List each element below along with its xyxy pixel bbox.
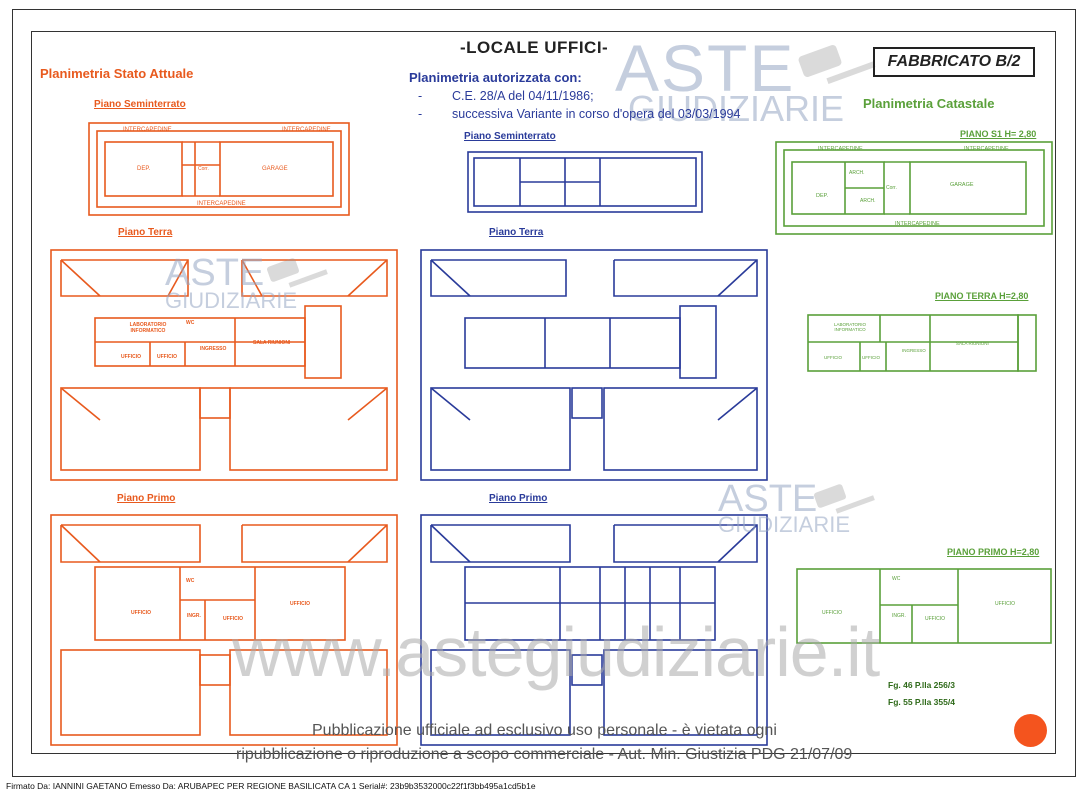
room-label: INTERCAPEDINE <box>895 221 940 227</box>
floor-label-aut-s: Piano Seminterrato <box>464 131 556 142</box>
section-attuale: Planimetria Stato Attuale <box>40 66 194 81</box>
room-label: INTERCAPEDINE <box>818 146 863 152</box>
floor-label-attuale-s: Piano Seminterrato <box>94 99 186 110</box>
notice-line-1: Pubblicazione ufficiale ad esclusivo uso… <box>312 722 777 739</box>
page-title: -LOCALE UFFICI- <box>460 38 609 57</box>
room-label: WC <box>186 578 195 584</box>
room-label: UFFICIO <box>121 354 141 360</box>
plan-autorizzata-seminterrato <box>467 151 703 213</box>
room-label: WC <box>186 320 195 326</box>
drawing-frame <box>31 31 1056 754</box>
orange-dot-icon <box>1014 714 1047 747</box>
watermark-brand-1: ASTE <box>615 31 796 105</box>
auth-item-2-bullet: - <box>418 107 423 121</box>
plan-autorizzata-terra <box>420 249 768 481</box>
watermark-brand-6: GIUDIZIARIE <box>718 512 851 537</box>
cadastral-ref-2: Fg. 55 P.lla 355/4 <box>888 697 955 707</box>
room-label: INTERCAPEDINE <box>123 127 172 133</box>
signature-footer: Firmato Da: IANNINI GAETANO Emesso Da: A… <box>6 781 536 791</box>
room-label: INTERCAPEDINE <box>282 127 331 133</box>
plan-autorizzata-primo <box>420 514 768 746</box>
watermark-brand-2: GIUDIZIARIE <box>628 88 845 129</box>
floor-label-attuale-t: Piano Terra <box>118 227 173 238</box>
room-label: UFFICIO <box>862 355 880 360</box>
floor-label-attuale-p: Piano Primo <box>117 493 176 504</box>
room-label: LABORATORIO INFORMATICO <box>129 322 167 334</box>
watermark-brand-5: ASTE <box>718 478 818 520</box>
floor-label-cat-primo: PIANO PRIMO H=2,80 <box>947 547 1040 557</box>
room-label: UFFICIO <box>290 601 310 607</box>
section-autorizzata: Planimetria autorizzata con: <box>409 70 582 85</box>
watermark-url: www.astegiudiziarie.it <box>232 613 880 691</box>
room-label: DEP. <box>816 193 829 199</box>
auth-item-2: successiva Variante in corso d'opera del… <box>452 107 741 121</box>
room-label: INGRESSO <box>200 346 227 352</box>
plan-attuale-terra <box>50 249 398 481</box>
room-label: INGRESSO <box>902 348 926 353</box>
room-label: UFFICIO <box>131 610 151 616</box>
cadastral-ref-1: Fg. 46 P.lla 256/3 <box>888 680 955 690</box>
room-label: Corr. <box>198 166 209 172</box>
room-label: UFFICIO <box>995 601 1015 607</box>
room-label: INGR. <box>187 613 201 619</box>
room-label: INGR. <box>892 613 906 619</box>
room-label: SALA RIUNIONI <box>253 340 291 346</box>
room-label: UFFICIO <box>157 354 177 360</box>
plan-catastale-primo <box>796 568 1052 644</box>
room-label: UFFICIO <box>822 610 842 616</box>
floor-label-cat-terra: PIANO TERRA H=2,80 <box>935 291 1029 301</box>
room-label: GARAGE <box>262 166 288 172</box>
watermark-brand-3: ASTE <box>165 252 265 294</box>
floor-label-aut-t: Piano Terra <box>489 227 544 238</box>
auth-item-1: C.E. 28/A del 04/11/1986; <box>452 89 594 103</box>
room-label: INTERCAPEDINE <box>964 146 1009 152</box>
floor-label-aut-p: Piano Primo <box>489 493 548 504</box>
room-label: Corr. <box>886 185 897 191</box>
plan-attuale-seminterrato <box>88 122 350 216</box>
watermark-brand-4: GIUDIZIARIE <box>165 288 298 313</box>
room-label: SALA RIUNIONI <box>956 341 989 346</box>
room-label: DEP. <box>137 166 151 172</box>
room-label: UFFICIO <box>824 355 842 360</box>
section-catastale: Planimetria Catastale <box>863 96 995 111</box>
room-label: ARCH. <box>849 170 865 176</box>
notice-line-2: ripubblicazione o riproduzione a scopo c… <box>236 746 853 763</box>
auth-item-1-bullet: - <box>418 89 423 103</box>
room-label: UFFICIO <box>223 616 243 622</box>
room-label: LABORATORIO INFORMATICO <box>833 322 867 332</box>
room-label: GARAGE <box>950 182 974 188</box>
room-label: UFFICIO <box>925 616 945 622</box>
room-label: INTERCAPEDINE <box>197 201 246 207</box>
room-label: ARCH. <box>860 198 876 204</box>
plan-catastale-terra <box>807 314 1037 372</box>
floor-label-cat-s1: PIANO S1 H= 2,80 <box>960 129 1037 139</box>
plan-attuale-primo <box>50 514 398 746</box>
gavel-watermark-icon <box>267 44 876 514</box>
building-label: FABBRICATO B/2 <box>873 47 1035 77</box>
room-label: WC <box>892 576 901 582</box>
drawing-sheet <box>12 9 1076 777</box>
plan-catastale-s1 <box>775 141 1053 235</box>
